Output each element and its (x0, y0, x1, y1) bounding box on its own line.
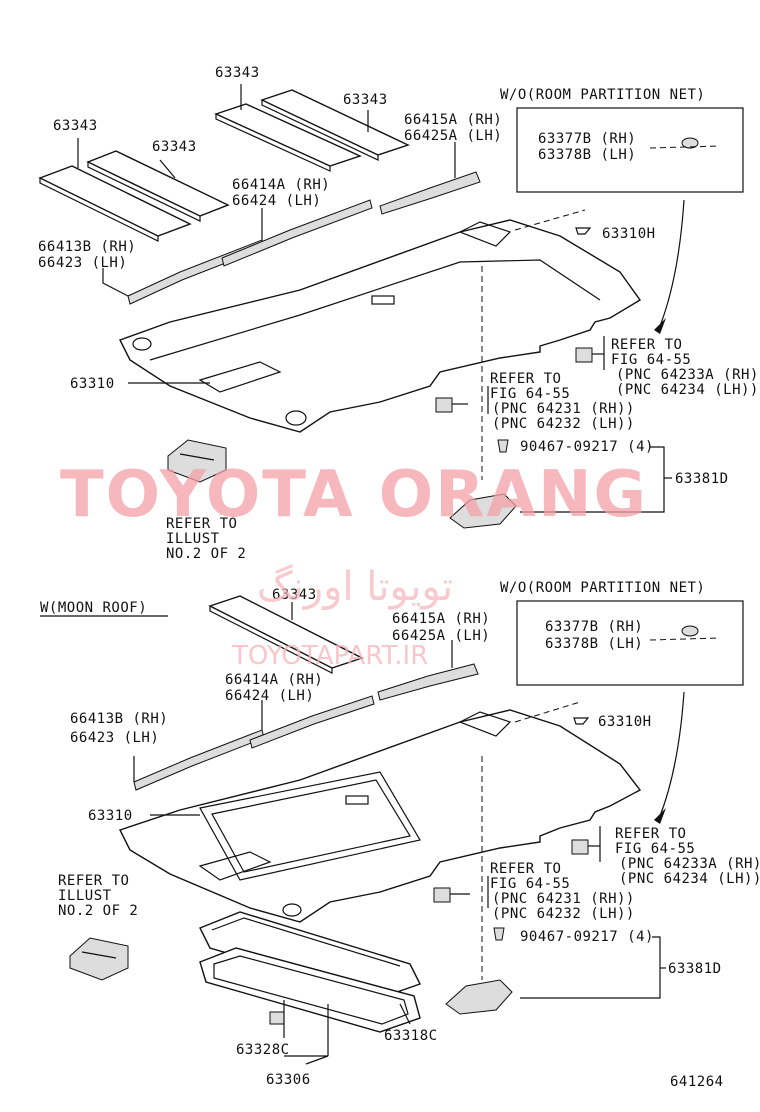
watermark-persian: تویوتا اورنگ (257, 564, 453, 610)
label-ref-right-3: (PNC 64233A (RH)) (616, 367, 760, 383)
clip-90467-moonroof (493, 927, 505, 941)
label-63343-c: 63343 (53, 118, 98, 134)
label-section-moonroof: W(MOON ROOF) (40, 600, 147, 616)
assist-hook-middle (435, 397, 468, 413)
assist-hook-right (575, 347, 604, 363)
hook-63310H-moonroof (514, 701, 590, 725)
label-illust-2-moonroof: ILLUST (58, 888, 112, 904)
label-illust-2: ILLUST (166, 531, 220, 547)
figure-number: 641264 (670, 1074, 724, 1090)
label-rail-front-rh: 66413B (RH) (38, 239, 136, 255)
label-headliner-63310-moonroof: 63310 (88, 808, 133, 824)
label-clip-moonroof: 90467-09217 (4) (520, 929, 654, 945)
label-ref-right-3-moonroof: (PNC 64233A (RH)) (619, 856, 760, 872)
label-ref-right-4: (PNC 64234 (LH)) (616, 382, 759, 398)
pad-63343-3 (214, 103, 362, 172)
pad-63343-2 (86, 150, 230, 222)
top-section (38, 84, 744, 529)
label-63343-b: 63343 (343, 92, 388, 108)
label-rail-rear-lh: 66425A (LH) (404, 128, 502, 144)
rail-rear (379, 171, 481, 215)
watermark: TOYOTA ORANG تویوتا اورنگ TOYOTAPART.IR (60, 458, 648, 671)
label-illust-3-moonroof: NO.2 OF 2 (58, 903, 138, 919)
label-rail-rear-rh-moonroof: 66415A (RH) (392, 611, 490, 627)
label-ref-mid-2: FIG 64-55 (490, 386, 570, 402)
assist-hook-middle-moonroof (433, 887, 470, 903)
label-rail-mid-rh-moonroof: 66414A (RH) (225, 672, 323, 688)
assist-hook-right-moonroof (571, 839, 600, 855)
label-ref-right-1-moonroof: REFER TO (615, 826, 686, 842)
room-lamp-illustration-moonroof (69, 937, 129, 981)
rail-mid (221, 199, 373, 267)
label-bottom-box-rh: 63377B (RH) (545, 619, 643, 635)
frame-63318C (199, 947, 421, 1033)
bottom-variant-box (516, 600, 744, 686)
label-top-box-rh: 63377B (RH) (538, 131, 636, 147)
label-clip: 90467-09217 (4) (520, 439, 654, 455)
label-rail-front-lh: 66423 (LH) (38, 255, 127, 271)
label-63343-a: 63343 (215, 65, 260, 81)
label-63343-moonroof: 63343 (272, 587, 317, 603)
label-ref-mid-1-moonroof: REFER TO (490, 861, 561, 877)
label-ref-right-2-moonroof: FIG 64-55 (615, 841, 695, 857)
sunshade-63328C (199, 911, 421, 999)
label-ref-right-2: FIG 64-55 (611, 352, 691, 368)
label-top-box-title: W/O(ROOM PARTITION NET) (500, 87, 705, 103)
hook-63310H (514, 209, 592, 235)
label-bottom-box-title: W/O(ROOM PARTITION NET) (500, 580, 705, 596)
label-rail-front-rh-moonroof: 66413B (RH) (70, 711, 168, 727)
label-ref-mid-3-moonroof: (PNC 64231 (RH)) (492, 891, 635, 907)
clip-90467 (497, 439, 509, 453)
shade-clip (269, 1011, 285, 1025)
label-rail-mid-rh: 66414A (RH) (232, 177, 330, 193)
label-cover-63381D-moonroof: 63381D (668, 961, 722, 977)
room-lamp-illustration (167, 439, 227, 483)
label-assembly-63306: 63306 (266, 1072, 311, 1088)
pad-63343-1 (38, 165, 192, 242)
label-rail-mid-lh-moonroof: 66424 (LH) (225, 688, 314, 704)
watermark-brand: TOYOTA ORANG (60, 458, 648, 532)
label-ref-mid-2-moonroof: FIG 64-55 (490, 876, 570, 892)
pad-63343-4 (260, 89, 410, 161)
label-frame-63318C: 63318C (384, 1028, 438, 1044)
label-ref-right-4-moonroof: (PNC 64234 (LH)) (619, 871, 760, 887)
label-illust-3: NO.2 OF 2 (166, 546, 246, 562)
bottom-section (40, 595, 744, 1065)
label-hook-63310H-moonroof: 63310H (598, 714, 652, 730)
label-top-box-lh: 63378B (LH) (538, 147, 636, 163)
labels-bottom: W(MOON ROOF) W/O(ROOM PARTITION NET) 633… (40, 580, 760, 1088)
label-ref-mid-3: (PNC 64231 (RH)) (492, 401, 635, 417)
label-rail-mid-lh: 66424 (LH) (232, 193, 321, 209)
label-cover-63381D: 63381D (675, 471, 729, 487)
label-illust-1-moonroof: REFER TO (58, 873, 129, 889)
label-illust-1: REFER TO (166, 516, 237, 532)
headliner-63310-moonroof (119, 709, 642, 923)
rail-rear-moonroof (377, 663, 479, 701)
label-rail-front-lh-moonroof: 66423 (LH) (70, 730, 159, 746)
label-63343-d: 63343 (152, 139, 197, 155)
label-headliner-63310: 63310 (70, 376, 115, 392)
label-shade-63328C: 63328C (236, 1042, 290, 1058)
label-bottom-box-lh: 63378B (LH) (545, 636, 643, 652)
label-ref-mid-4: (PNC 64232 (LH)) (492, 416, 635, 432)
label-hook-63310H: 63310H (602, 226, 656, 242)
label-ref-mid-4-moonroof: (PNC 64232 (LH)) (492, 906, 635, 922)
pad-63343-moonroof (208, 595, 364, 674)
headliner-63310 (119, 219, 642, 433)
watermark-url: TOYOTAPART.IR (231, 641, 428, 671)
cover-63381D-moonroof (445, 979, 513, 1015)
labels-top: 63343 63343 63343 63343 66415A (RH) 6642… (38, 65, 760, 562)
label-ref-right-1: REFER TO (611, 337, 682, 353)
label-ref-mid-1: REFER TO (490, 371, 561, 387)
rail-mid-moonroof (249, 695, 375, 749)
label-rail-rear-rh: 66415A (RH) (404, 112, 502, 128)
top-variant-box (516, 107, 744, 193)
cover-63381D (449, 493, 517, 529)
label-rail-rear-lh-moonroof: 66425A (LH) (392, 628, 490, 644)
